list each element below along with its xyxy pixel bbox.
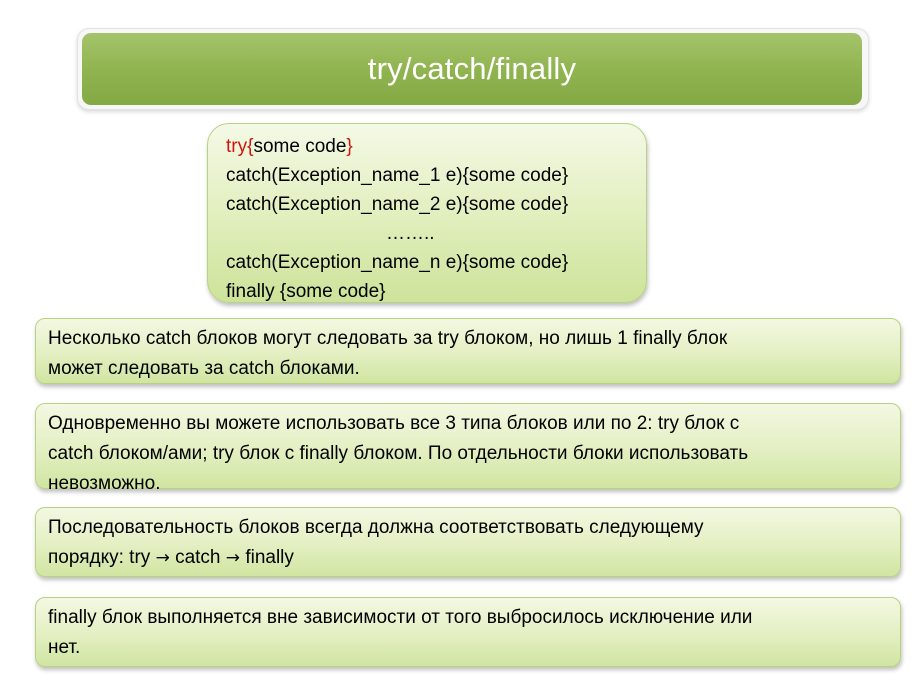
info-text-line: невозможно. — [48, 473, 161, 494]
try-body: some code — [253, 136, 347, 157]
info-text-line: catch блоком/ами; try блок с finally бло… — [48, 443, 749, 464]
code-line-ellipsis: …….. — [386, 223, 435, 244]
try-close-brace: } — [346, 136, 353, 157]
info-text-line: Одновременно вы можете использовать все … — [48, 413, 740, 434]
info-text-line-order: порядку: try → catch → finally — [48, 543, 890, 573]
info-box-finally: finally блок выполняется вне зависимости… — [35, 597, 901, 667]
info-text-line: нет. — [48, 637, 81, 658]
code-line-catch-n: catch(Exception_name_n e){some code} — [226, 252, 569, 273]
info-text-line: Несколько catch блоков могут следовать з… — [48, 328, 728, 349]
order-try: порядку: try — [48, 547, 156, 568]
try-keyword: try — [226, 136, 248, 157]
info-box-combinations: Одновременно вы можете использовать все … — [35, 403, 901, 494]
info-text-line: Последовательность блоков всегда должна … — [48, 517, 704, 538]
code-line-finally: finally {some code} — [226, 281, 386, 302]
info-text-line: может следовать за catch блоками. — [48, 358, 360, 379]
code-line-try: try{some code} — [226, 132, 646, 161]
info-box-order: Последовательность блоков всегда должна … — [35, 507, 901, 577]
code-box: try{some code} catch(Exception_name_1 e)… — [207, 123, 647, 303]
code-line-catch-2: catch(Exception_name_2 e){some code} — [226, 194, 569, 215]
order-catch: catch — [169, 547, 226, 568]
info-text-line: finally блок выполняется вне зависимости… — [48, 607, 753, 628]
code-line-catch-1: catch(Exception_name_1 e){some code} — [226, 165, 569, 186]
right-arrow-icon: → — [155, 548, 170, 568]
order-finally: finally — [240, 547, 294, 568]
title-banner: try/catch/finally — [82, 33, 862, 105]
page-title: try/catch/finally — [367, 51, 577, 86]
right-arrow-icon: → — [225, 548, 241, 568]
try-open-brace: { — [247, 136, 254, 157]
info-box-multiple-catch: Несколько catch блоков могут следовать з… — [35, 318, 901, 384]
